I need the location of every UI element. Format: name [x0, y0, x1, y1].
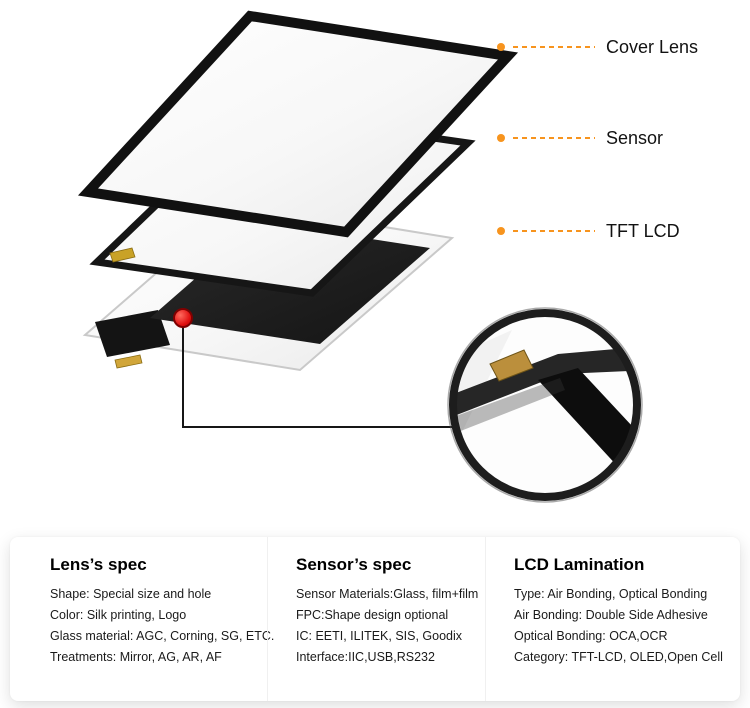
spec-line: Interface:IIC,USB,RS232 — [296, 650, 435, 664]
tft-fpc-tab — [95, 310, 170, 357]
callout-sensor: Sensor — [497, 126, 663, 150]
exploded-view-diagram: Cover Lens Sensor TFT LCD — [77, 10, 698, 503]
spec-line: Type: Air Bonding, Optical Bonding — [514, 587, 708, 601]
callout-dash-line — [513, 137, 595, 139]
spec-card: Lens’s spec Shape: Special size and hole… — [10, 537, 740, 701]
spec-line: Category: TFT-LCD, OLED,Open Cell — [514, 650, 723, 664]
callout-dot — [497, 43, 505, 51]
spec-line: Air Bonding: Double Side Adhesive — [514, 608, 708, 622]
callout-label: TFT LCD — [606, 220, 680, 241]
magnifier-inset — [447, 307, 643, 503]
callout-tft-lcd: TFT LCD — [497, 219, 680, 243]
fpc-marker-dot — [173, 308, 193, 328]
callout-dash-line — [513, 46, 595, 48]
spec-line: Optical Bonding: OCA,OCR — [514, 629, 668, 643]
magnifier-connector-line — [182, 324, 453, 428]
callout-label: Sensor — [606, 127, 664, 148]
inset-gold-connector — [489, 349, 534, 382]
spec-line: Glass material: AGC, Corning, SG, ETC. — [50, 629, 275, 643]
spec-column-lcd-lamination: LCD Lamination Type: Air Bonding, Optica… — [485, 537, 740, 701]
callout-label: Cover Lens — [606, 36, 699, 57]
spec-line: IC: EETI, ILITEK, SIS, Goodix — [296, 629, 463, 643]
spec-title: Lens’s spec — [50, 555, 147, 574]
spec-column-sensor: Sensor’s spec Sensor Materials:Glass, fi… — [267, 537, 485, 701]
spec-column-lens: Lens’s spec Shape: Special size and hole… — [10, 537, 275, 701]
magnifier-ring — [449, 309, 641, 501]
spec-line: Color: Silk printing, Logo — [50, 608, 187, 622]
callout-cover-lens: Cover Lens — [497, 35, 698, 59]
tft-gold-pad — [114, 354, 143, 369]
spec-line: FPC:Shape design optional — [296, 608, 449, 622]
cover-lens-panel — [77, 10, 519, 238]
spec-line: Shape: Special size and hole — [50, 587, 212, 601]
stack-diagram-svg — [77, 10, 643, 503]
inset-glass-edge — [453, 346, 637, 416]
sensor-gold-connector — [109, 247, 136, 263]
spec-line: Treatments: Mirror, AG, AR, AF — [50, 650, 222, 664]
callout-dot — [497, 134, 505, 142]
callout-dash-line — [513, 230, 595, 232]
spec-title: Sensor’s spec — [296, 555, 412, 574]
spec-line: Sensor Materials:Glass, film+film — [296, 587, 479, 601]
spec-title: LCD Lamination — [514, 555, 645, 574]
callout-dot — [497, 227, 505, 235]
